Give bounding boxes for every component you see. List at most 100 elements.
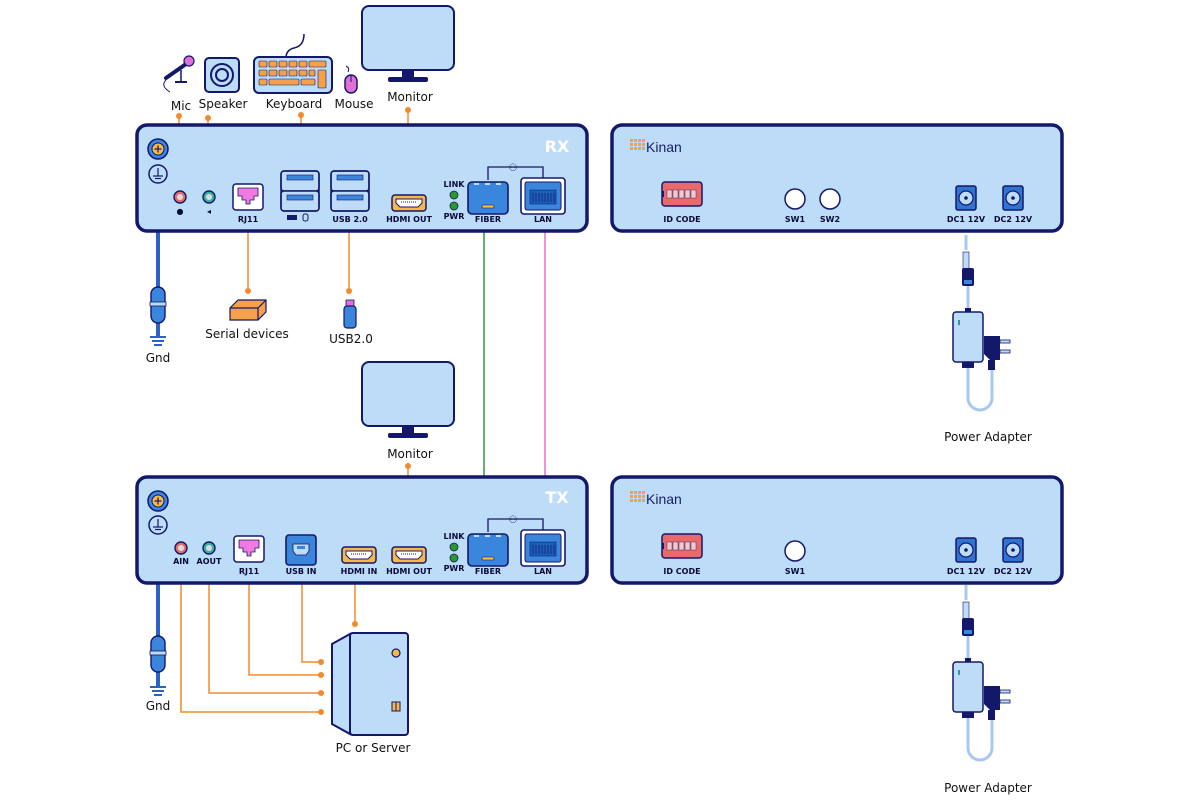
pc-server-label: PC or Server bbox=[336, 741, 411, 755]
tx-ground-screw-icon bbox=[147, 490, 169, 512]
keyboard-icon bbox=[253, 33, 333, 94]
usb-in-port[interactable] bbox=[285, 534, 317, 566]
tx-ground-plug-icon bbox=[149, 635, 167, 673]
rx-sw1-label: SW1 bbox=[785, 215, 806, 224]
tx-sw1-label: SW1 bbox=[785, 567, 806, 576]
rx-monitor-label: Monitor bbox=[387, 90, 433, 104]
ain-port[interactable] bbox=[174, 541, 188, 555]
mic-icon bbox=[163, 55, 195, 93]
speaker-label: Speaker bbox=[199, 97, 248, 111]
rx-sw1-button[interactable] bbox=[784, 188, 806, 210]
rx-pwr-led bbox=[449, 201, 459, 211]
tx-fiber-label: FIBER bbox=[475, 567, 501, 576]
tx-pwr-label: PWR bbox=[444, 564, 465, 573]
rx-dc2-label: DC2 12V bbox=[994, 215, 1033, 224]
hdmi-in-label: HDMI IN bbox=[341, 567, 378, 576]
tx-pwr-led bbox=[449, 553, 459, 563]
rx-dc2-jack[interactable] bbox=[1002, 185, 1024, 211]
tx-power-adapter-icon bbox=[951, 600, 1012, 762]
network-icon: ⚇ bbox=[509, 163, 518, 174]
tx-monitor-label: Monitor bbox=[387, 447, 433, 461]
tx-rj11-label: RJ11 bbox=[239, 567, 260, 576]
usb20-ports[interactable] bbox=[330, 170, 370, 212]
rx-lan-label: LAN bbox=[534, 215, 552, 224]
tx-front-panel: TX AIN AOUT RJ11 USB IN HDMI IN HDMI OUT… bbox=[135, 475, 589, 585]
hdmi-in-port[interactable] bbox=[341, 546, 377, 564]
rx-sw2-label: SW2 bbox=[820, 215, 840, 224]
speaker-port-icon: ◂ bbox=[207, 207, 211, 216]
rx-earth-icon bbox=[149, 336, 167, 346]
tx-dc1-jack[interactable] bbox=[955, 537, 977, 563]
rx-monitor-icon bbox=[361, 5, 455, 83]
rx-power-adapter-label: Power Adapter bbox=[944, 430, 1032, 444]
tx-kinan-logo-icon bbox=[630, 491, 645, 502]
mouse-icon bbox=[344, 65, 358, 94]
tx-network-icon: ⚇ bbox=[509, 515, 518, 526]
serial-devices-label: Serial devices bbox=[205, 327, 288, 341]
rx-link-label: LINK bbox=[444, 180, 466, 189]
rx-hdmi-out-port[interactable] bbox=[391, 194, 427, 212]
rx-lan-port[interactable] bbox=[520, 177, 566, 215]
tx-id-code-switch[interactable] bbox=[661, 533, 703, 559]
keyboard-mouse-icon bbox=[287, 213, 309, 222]
speaker-port[interactable]: ◂ bbox=[202, 190, 216, 216]
ground-screw-icon bbox=[147, 138, 169, 160]
tx-rj11-port[interactable] bbox=[233, 535, 265, 563]
tx-dc1-label: DC1 12V bbox=[947, 567, 986, 576]
tx-link-led bbox=[449, 542, 459, 552]
rx-pwr-label: PWR bbox=[444, 212, 465, 221]
tx-hdmi-out-port[interactable] bbox=[391, 546, 427, 564]
rx-brand: Kinan bbox=[646, 139, 682, 155]
rx-rear-panel: Kinan ID CODE SW1 SW2 DC1 12V DC2 12V bbox=[610, 123, 1064, 233]
tx-lan-label: LAN bbox=[534, 567, 552, 576]
aout-port[interactable] bbox=[202, 541, 216, 555]
aout-label: AOUT bbox=[197, 557, 222, 566]
tx-lan-port[interactable] bbox=[520, 529, 566, 567]
speaker-icon bbox=[204, 57, 240, 93]
usb-drive-icon bbox=[343, 299, 357, 329]
mouse-label: Mouse bbox=[335, 97, 374, 111]
mic-label: Mic bbox=[171, 99, 191, 113]
ground-symbol-icon bbox=[148, 164, 168, 184]
rx-sw2-button[interactable] bbox=[819, 188, 841, 210]
tx-brand: Kinan bbox=[646, 491, 682, 507]
tx-fiber-port[interactable] bbox=[467, 533, 509, 567]
tx-monitor-icon bbox=[361, 361, 455, 439]
rx-power-adapter-icon bbox=[951, 250, 1012, 412]
rx-dc1-label: DC1 12V bbox=[947, 215, 986, 224]
mic-port[interactable]: ● bbox=[173, 190, 187, 216]
tx-dc2-label: DC2 12V bbox=[994, 567, 1033, 576]
tx-dc2-jack[interactable] bbox=[1002, 537, 1024, 563]
tx-link-label: LINK bbox=[444, 532, 466, 541]
serial-device-icon bbox=[229, 299, 267, 321]
usb20-label: USB 2.0 bbox=[332, 215, 368, 224]
tx-rear-panel: Kinan ID CODE SW1 DC1 12V DC2 12V bbox=[610, 475, 1064, 585]
rx-dc1-jack[interactable] bbox=[955, 185, 977, 211]
rx-id-code-label: ID CODE bbox=[663, 215, 700, 224]
usb-drive-label: USB2.0 bbox=[329, 332, 373, 346]
tx-id-code-label: ID CODE bbox=[663, 567, 700, 576]
rx-tag: RX bbox=[545, 137, 570, 156]
tx-hdmi-out-label: HDMI OUT bbox=[386, 567, 432, 576]
tx-ground-symbol-icon bbox=[148, 515, 168, 535]
tx-sw1-button[interactable] bbox=[784, 540, 806, 562]
rx-front-panel: RX ● ◂ RJ11 USB 2.0 HDMI OUT bbox=[135, 123, 589, 233]
keyboard-label: Keyboard bbox=[266, 97, 322, 111]
tx-earth-icon bbox=[149, 686, 167, 696]
rx-rj11-port[interactable] bbox=[232, 183, 264, 211]
kinan-logo-icon bbox=[630, 139, 645, 150]
rx-cable-dots bbox=[176, 107, 411, 294]
pc-server-icon bbox=[331, 632, 409, 736]
tx-gnd-label: Gnd bbox=[146, 699, 171, 713]
rx-gnd-label: Gnd bbox=[146, 351, 171, 365]
mic-port-icon: ● bbox=[177, 207, 184, 216]
rx-fiber-label: FIBER bbox=[475, 215, 501, 224]
usb-hid-ports[interactable] bbox=[280, 170, 320, 212]
rx-ground-plug-icon bbox=[149, 286, 167, 324]
tx-power-adapter-label: Power Adapter bbox=[944, 781, 1032, 795]
rx-id-code-switch[interactable] bbox=[661, 181, 703, 207]
rx-link-led bbox=[449, 190, 459, 200]
usb-in-label: USB IN bbox=[286, 567, 317, 576]
rx-fiber-port[interactable] bbox=[467, 181, 509, 215]
